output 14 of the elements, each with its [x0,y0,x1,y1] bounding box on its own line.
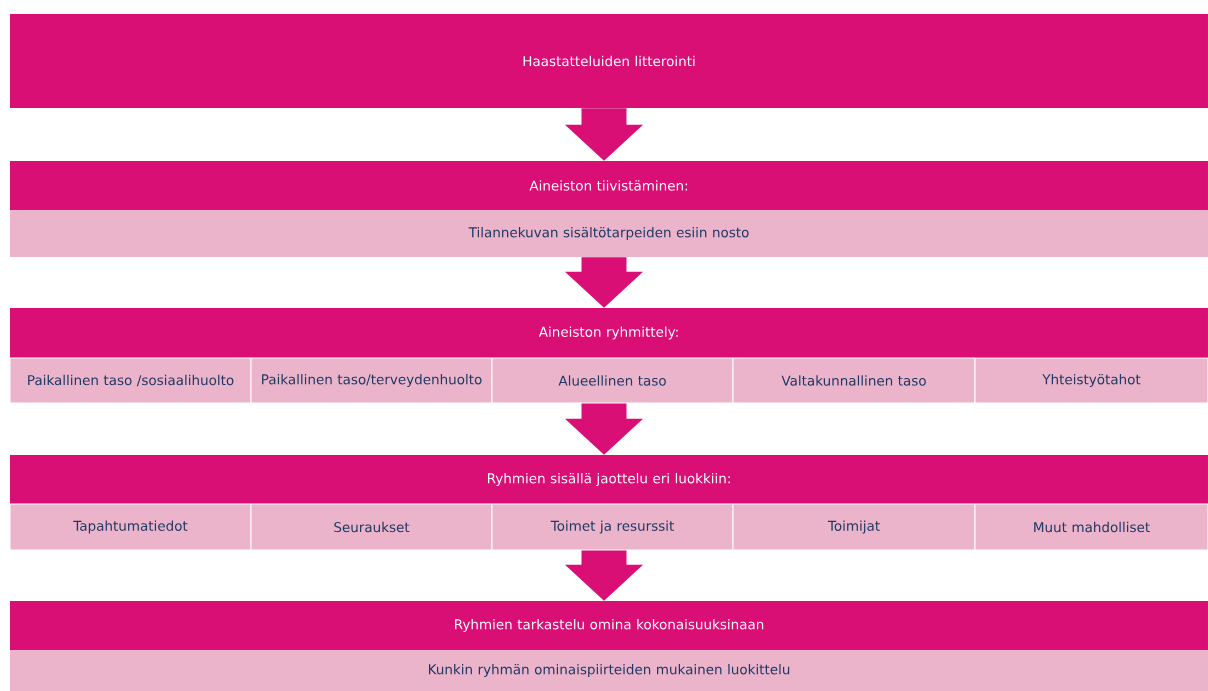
category-cell: Alueellinen taso [491,357,734,404]
category-cell: Seuraukset [250,503,493,551]
category-cell: Paikallinen taso /sosiaalihuolto [9,357,252,404]
category-cell: Yhteistyötahot [974,357,1208,404]
category-cell: Valtakunnallinen taso [732,357,976,404]
stage-header: Ryhmien tarkastelu omina kokonaisuuksinaan [10,601,1208,650]
stage-row: Kunkin ryhmän ominaispiirteiden mukainen luokittelu [10,650,1208,691]
category-cell: Paikallinen taso/terveydenhuolto [250,357,493,404]
category-cell: Toimet ja resurssit [491,503,734,551]
category-cell: Toimijat [732,503,976,551]
stage-row: Tilannekuvan sisältötarpeiden esiin nosto [10,210,1208,257]
stage-header: Haastatteluiden litterointi [10,14,1208,108]
category-cell: Muut mahdolliset [974,503,1208,551]
category-cell: Tapahtumatiedot [9,503,252,551]
